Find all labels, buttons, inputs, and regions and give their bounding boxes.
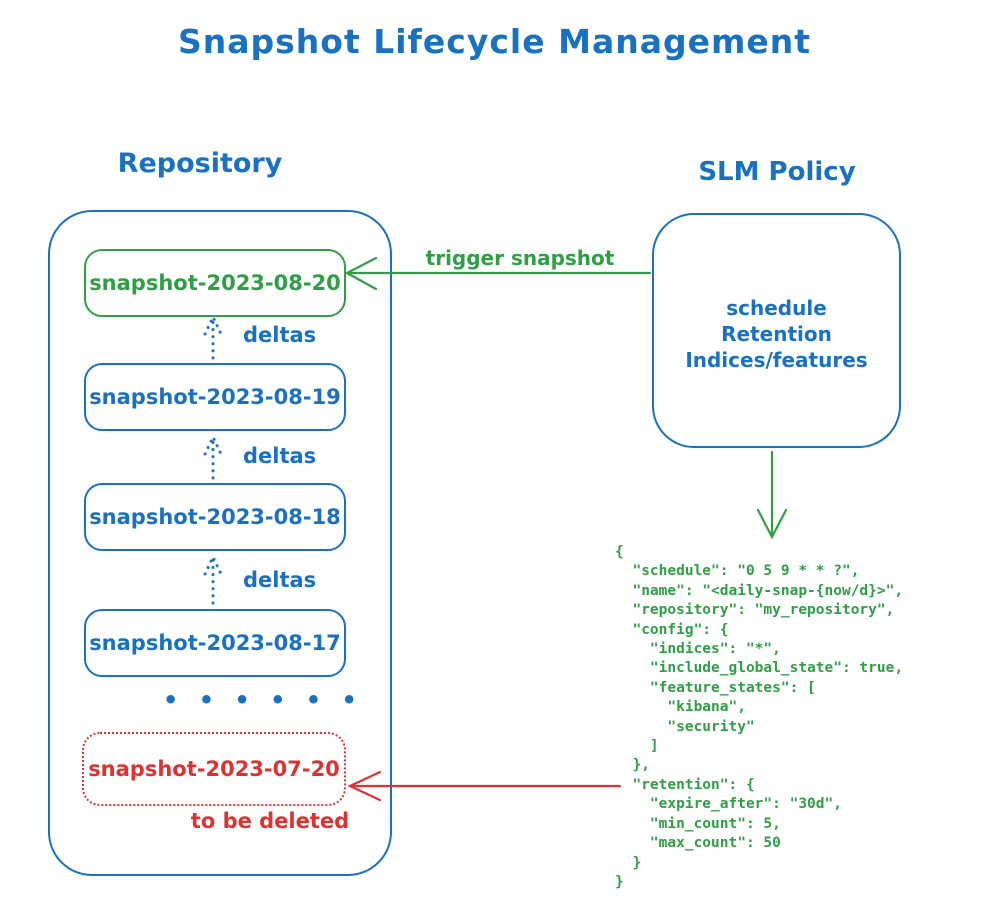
snapshot-box-2023-08-17: snapshot-2023-08-17 bbox=[84, 609, 346, 677]
snapshot-box-2023-08-19: snapshot-2023-08-19 bbox=[84, 363, 346, 431]
snapshot-box-expired: snapshot-2023-07-20 bbox=[82, 732, 346, 806]
slm-policy-line-schedule: schedule bbox=[726, 295, 827, 320]
slm-policy-json-code: { "schedule": "0 5 9 * * ?", "name": "<d… bbox=[615, 544, 904, 890]
deltas-label-1: deltas bbox=[243, 323, 317, 347]
repository-label: Repository bbox=[117, 148, 283, 179]
deltas-label-3: deltas bbox=[243, 568, 317, 592]
policy-json-arrow bbox=[756, 450, 788, 540]
snapshot-box-2023-08-20: snapshot-2023-08-20 bbox=[84, 249, 346, 317]
deltas-label-2: deltas bbox=[243, 444, 317, 468]
to-be-deleted-note: to be deleted bbox=[190, 809, 350, 833]
page-title: Snapshot Lifecycle Management bbox=[177, 22, 812, 61]
more-snapshots-ellipsis: • • • • • • bbox=[163, 686, 363, 714]
snapshot-box-2023-08-18: snapshot-2023-08-18 bbox=[84, 483, 346, 551]
slm-policy-box: schedule Retention Indices/features bbox=[652, 213, 901, 448]
trigger-snapshot-label: trigger snapshot bbox=[425, 246, 615, 270]
slm-policy-line-retention: Retention bbox=[721, 321, 832, 346]
slm-policy-label: SLM Policy bbox=[698, 157, 856, 187]
slm-policy-line-indices: Indices/features bbox=[685, 347, 868, 372]
